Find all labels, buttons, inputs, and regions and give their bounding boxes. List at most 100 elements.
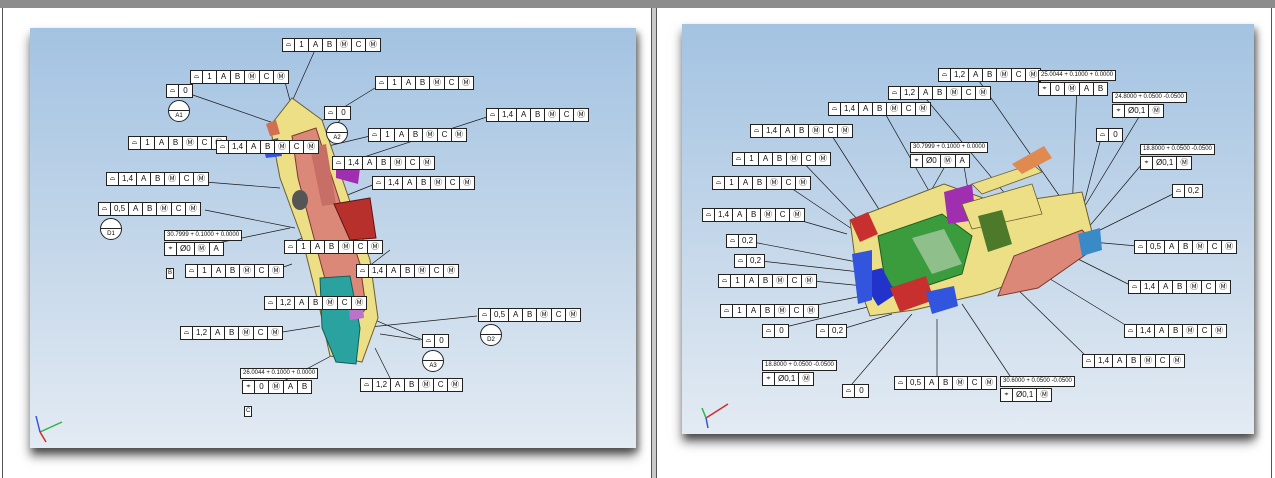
position-icon: ⌖ <box>1039 83 1051 95</box>
position-icon: ⌖ <box>911 155 923 167</box>
right-fcf[interactable]: ⌓0,2 <box>726 234 758 248</box>
left-fcf[interactable]: ⌓0 <box>422 334 449 348</box>
right-assembly-model[interactable] <box>682 24 1254 434</box>
left-part-model[interactable] <box>30 28 636 448</box>
right-fcf[interactable]: ⌓0,2 <box>1172 184 1204 198</box>
csys-triad-icon <box>701 403 729 429</box>
surface-profile-icon: ⌓ <box>325 107 337 119</box>
surface-profile-icon: ⌓ <box>721 305 733 317</box>
surface-profile-icon: ⌓ <box>285 241 297 253</box>
surface-profile-icon: ⌓ <box>733 153 745 165</box>
datum-box-b[interactable]: B <box>166 268 175 279</box>
datum-target-a2[interactable]: A2 <box>326 122 348 144</box>
window-top-strip <box>0 0 1275 8</box>
right-dimension[interactable]: 18.8000 + 0.0500 -0.0500 <box>1140 144 1215 155</box>
surface-profile-icon: ⌓ <box>191 71 203 83</box>
left-fcf[interactable]: ⌓0 <box>166 84 193 98</box>
surface-profile-icon: ⌓ <box>889 87 901 99</box>
surface-profile-icon: ⌓ <box>817 325 829 337</box>
left-dimension[interactable]: 30.7999 + 0.1000 + 0.0000 <box>164 230 243 241</box>
surface-profile-icon: ⌓ <box>283 39 295 51</box>
right-fcf[interactable]: ⌓0 <box>762 324 789 338</box>
surface-profile-icon: ⌓ <box>369 129 381 141</box>
datum-target-d1[interactable]: D1 <box>100 218 122 240</box>
datum-target-a3[interactable]: A3 <box>422 350 444 372</box>
surface-profile-icon: ⌓ <box>333 157 345 169</box>
surface-profile-icon: ⌓ <box>895 377 907 389</box>
surface-profile-icon: ⌓ <box>751 125 763 137</box>
surface-profile-icon: ⌓ <box>1125 325 1137 337</box>
surface-profile-icon: ⌓ <box>167 85 179 97</box>
right-fcf[interactable]: ⌓0 <box>842 384 869 398</box>
right-dimension[interactable]: 25.0044 + 0.1000 + 0.0000 <box>1038 70 1117 81</box>
surface-profile-icon: ⌓ <box>265 297 277 309</box>
surface-profile-icon: ⌓ <box>107 173 119 185</box>
left-fcf[interactable]: ⌓0 <box>324 106 351 120</box>
right-dimension[interactable]: 30.6000 + 0.0500 -0.0500 <box>1000 376 1075 387</box>
position-icon: ⌖ <box>165 243 177 255</box>
right-fcf[interactable]: ⌓0 <box>1096 128 1123 142</box>
surface-profile-icon: ⌓ <box>129 137 141 149</box>
surface-profile-icon: ⌓ <box>719 275 731 287</box>
right-fcf[interactable]: ⌓0,2 <box>734 254 766 268</box>
left-dimension[interactable]: 26.0044 + 0.1000 + 0.0000 <box>240 368 319 379</box>
surface-profile-icon: ⌓ <box>186 265 198 277</box>
right-panel-frame <box>656 8 1272 478</box>
right-fcf[interactable]: ⌓0,2 <box>816 324 848 338</box>
surface-profile-icon: ⌓ <box>181 327 193 339</box>
datum-box-c[interactable]: C <box>244 406 253 417</box>
position-icon: ⌖ <box>1113 105 1125 117</box>
right-dimension[interactable]: 30.7999 + 0.1000 + 0.0000 <box>910 142 989 153</box>
surface-profile-icon: ⌓ <box>217 141 229 153</box>
datum-target-a1[interactable]: A1 <box>168 100 190 122</box>
right-dimension[interactable]: 18.8000 + 0.0500 -0.0500 <box>762 360 837 371</box>
surface-profile-icon: ⌓ <box>99 203 111 215</box>
right-dimension[interactable]: 24.8000 + 0.0500 -0.0500 <box>1112 92 1187 103</box>
surface-profile-icon: ⌓ <box>487 109 499 121</box>
surface-profile-icon: ⌓ <box>727 235 739 247</box>
datum-target-d2[interactable]: D2 <box>480 324 502 346</box>
